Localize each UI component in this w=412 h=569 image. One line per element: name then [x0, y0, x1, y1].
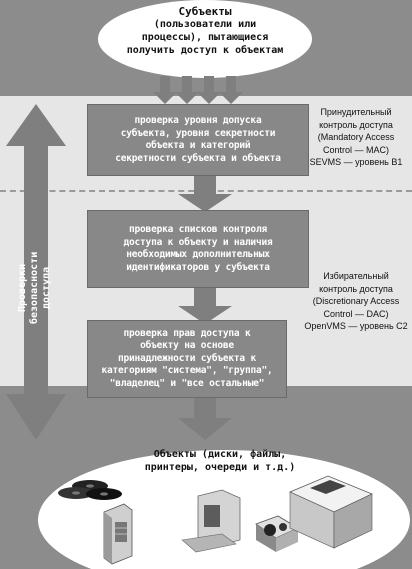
- double-arrow: [6, 104, 66, 440]
- step-1-line: объекта и категорий: [145, 140, 251, 151]
- dac-caption-line: (Discretionary Access: [312, 296, 400, 306]
- dac-caption: Избирательный контроль доступа (Discreti…: [300, 270, 412, 333]
- step-2-line: идентификаторов у субъекта: [126, 261, 270, 273]
- tape-drive-icon: [255, 515, 299, 552]
- dac-caption-line: OpenVMS — уровень C2: [304, 321, 408, 331]
- step-3-line: категориям "система", "группа",: [101, 365, 273, 377]
- subjects-line-3: процессы), пытающиеся: [141, 32, 269, 43]
- flow-arrow-1: [178, 176, 232, 212]
- down-arrow-2: [175, 76, 199, 104]
- subjects-title: Субъекты: [178, 5, 232, 18]
- subjects-line-2: (пользователи или: [153, 19, 257, 30]
- security-checks-line: Проверки: [17, 263, 28, 313]
- step-3-line: "владелец" и "все остальные": [109, 377, 265, 389]
- computer-icon: [181, 489, 241, 553]
- objects-label: Объекты (диски, файлы, принтеры, очереди…: [120, 448, 320, 474]
- subjects-label: Субъекты (пользователи или процессы), пы…: [95, 5, 315, 57]
- dac-caption-line: контроль доступа: [319, 283, 393, 294]
- subjects-ellipse: [98, 0, 312, 78]
- cabinet-icon: [103, 503, 133, 565]
- security-checks-label: Проверки безопасности доступа: [10, 218, 60, 358]
- objects-line-1: Объекты (диски, файлы,: [153, 449, 287, 460]
- step-acl-check: проверка списков контроля доступа к объе…: [87, 210, 309, 288]
- flow-arrow-2: [178, 288, 232, 324]
- down-arrow-1: [153, 76, 177, 104]
- objects-line-2: принтеры, очереди и т.д.): [144, 462, 296, 473]
- step-1-line: субъекта, уровня секретности: [120, 127, 276, 139]
- step-3-line: объекту на основе: [140, 340, 234, 352]
- step-3-line: принадлежности субъекта к: [117, 352, 256, 364]
- down-arrow-4: [219, 76, 243, 104]
- mac-caption-line: (Mandatory Access: [317, 132, 395, 142]
- subjects-line-4: получить доступ к объектам: [126, 45, 284, 56]
- flow-arrow-3: [178, 398, 232, 440]
- step-1-line: проверка уровня допуска: [134, 115, 262, 126]
- security-checks-line: доступа: [41, 266, 52, 310]
- mac-caption-line: SEVMS — уровень B1: [309, 157, 403, 167]
- step-mac-check: проверка уровня допуска субъекта, уровня…: [87, 104, 309, 176]
- step-1-line: секретности субъекта и объекта: [115, 152, 281, 164]
- mac-caption-line: Принудительный: [320, 107, 392, 117]
- dac-caption-line: Избирательный: [323, 271, 389, 281]
- security-checks-line: безопасности: [29, 251, 40, 325]
- dac-caption-line: Control — DAC): [323, 308, 389, 319]
- mac-caption-line: контроль доступа: [319, 119, 393, 130]
- step-category-check: проверка прав доступа к объекту на основ…: [87, 320, 287, 398]
- down-arrow-3: [197, 76, 221, 104]
- disks-icon: [58, 480, 122, 500]
- mac-caption: Принудительный контроль доступа (Mandato…: [300, 106, 412, 169]
- step-2-line: необходимых дополнительных: [126, 249, 270, 260]
- step-2-line: проверка списков контроля: [129, 224, 267, 235]
- mac-caption-line: Control — MAC): [322, 144, 389, 155]
- step-2-line: доступа к объекту и наличия: [123, 236, 273, 248]
- printer-icon: [289, 475, 373, 549]
- step-3-line: проверка прав доступа к: [123, 327, 251, 339]
